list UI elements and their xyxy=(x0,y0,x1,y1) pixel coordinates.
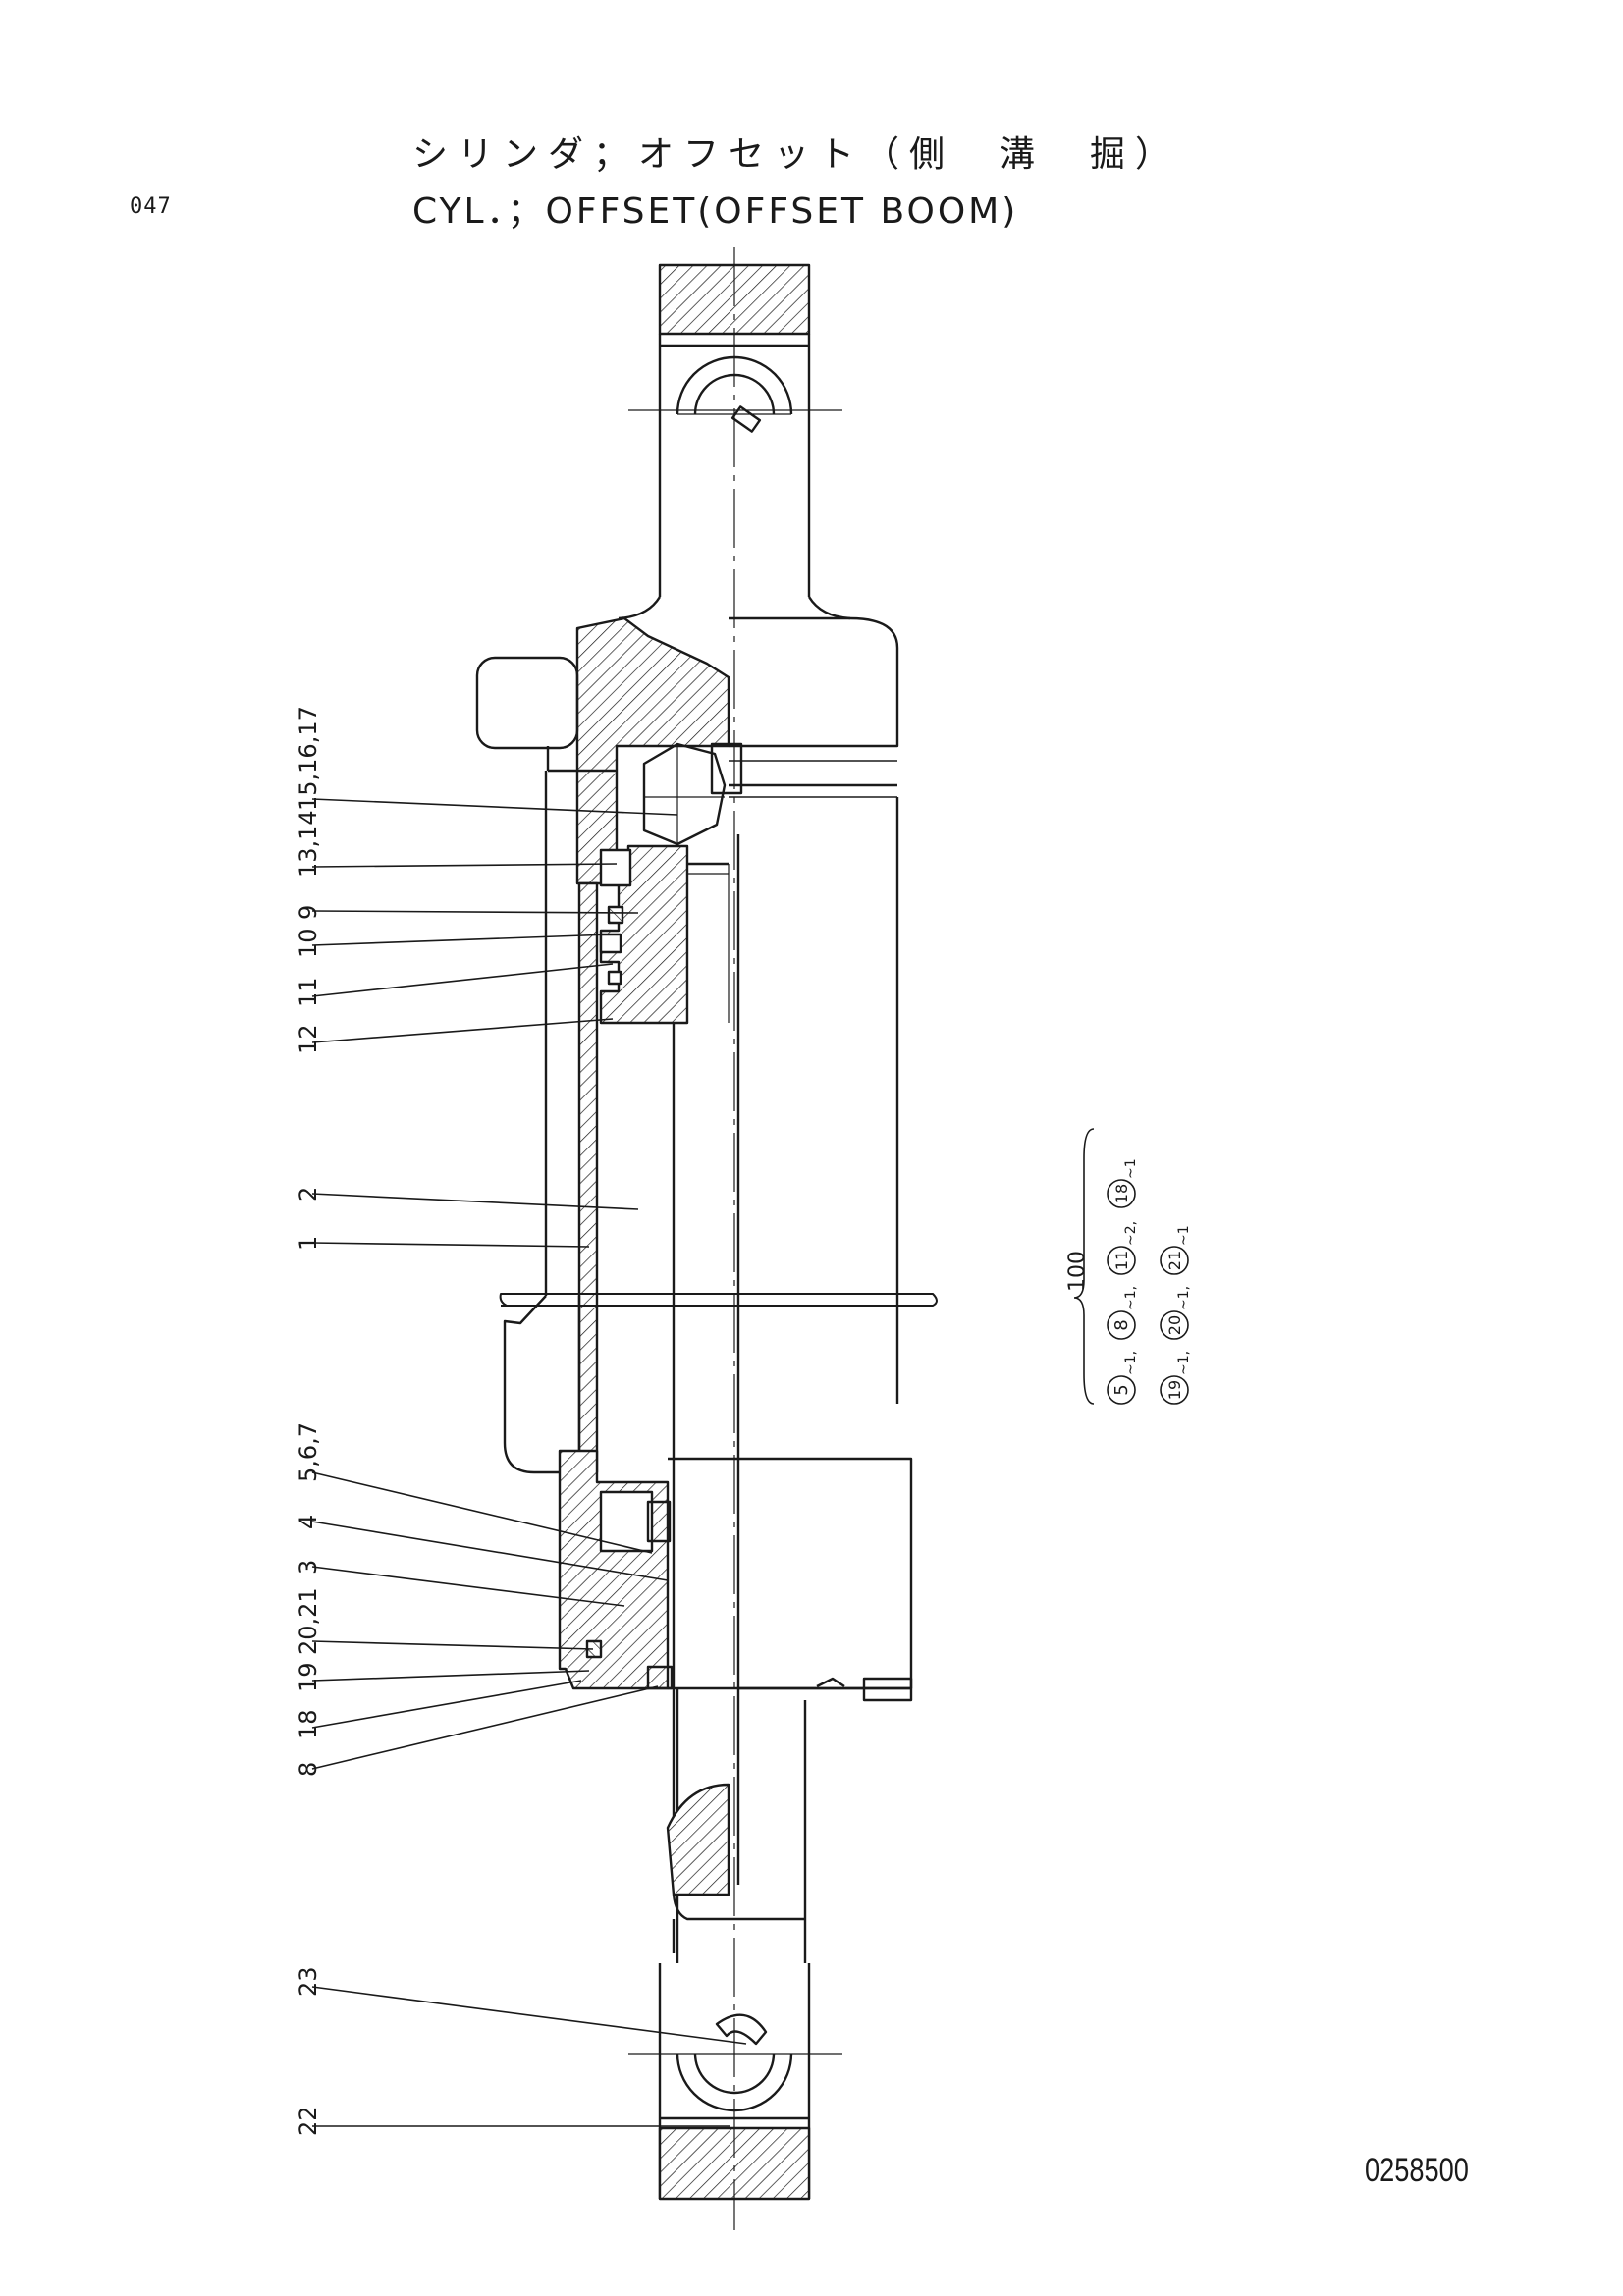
title-japanese: シリンダ；オフセット（側 溝 掘） xyxy=(412,134,1181,175)
kit-part-number: 18 xyxy=(1112,1184,1131,1203)
kit-part-circle xyxy=(1107,1375,1136,1405)
kit-part-qty: ~1, xyxy=(1123,1351,1139,1375)
callout-label: 19 xyxy=(295,1662,322,1692)
cylinder-head xyxy=(475,616,899,885)
kit-part-qty: ~2, xyxy=(1123,1221,1139,1246)
leader-line-11 xyxy=(311,963,614,997)
kit-part-qty: ~1 xyxy=(1176,1225,1192,1246)
leader-line-3 xyxy=(311,1566,625,1607)
leader-line-5-6-7 xyxy=(311,1471,653,1554)
leader-line-20-21 xyxy=(311,1640,594,1650)
callout-label: 5,6,7 xyxy=(295,1422,322,1482)
page-number: 047 xyxy=(130,194,172,219)
kit-part-number: 11 xyxy=(1112,1251,1131,1270)
leader-line-2 xyxy=(311,1193,639,1210)
kit-part-number: 19 xyxy=(1165,1380,1184,1400)
callout-label: 1 xyxy=(295,1236,322,1251)
callout-label: 3 xyxy=(295,1560,322,1575)
kit-part-qty: ~1, xyxy=(1176,1351,1192,1375)
kit-part-number: 5 xyxy=(1111,1384,1132,1395)
drawing-number: 0258500 xyxy=(1365,2152,1469,2189)
callout-label: 9 xyxy=(295,905,322,920)
callout-label: 23 xyxy=(295,1966,322,1997)
kit-part-circle xyxy=(1107,1310,1136,1340)
callout-label: 12 xyxy=(295,1024,322,1054)
callout-label: 8 xyxy=(295,1762,322,1777)
bottom-rod-eye xyxy=(628,1688,842,2201)
kit-part-circle xyxy=(1160,1310,1189,1340)
leader-line-9 xyxy=(311,910,639,914)
kit-part-qty: ~1 xyxy=(1123,1158,1139,1179)
kit-part-circle xyxy=(1160,1246,1189,1275)
leader-line-4 xyxy=(311,1521,669,1581)
leader-line-10 xyxy=(311,934,612,946)
break-lines xyxy=(499,1293,938,1307)
kit-part-number: 8 xyxy=(1111,1319,1132,1330)
callout-label: 15,16,17 xyxy=(295,706,322,811)
cylinder-tube xyxy=(503,771,599,1474)
leader-line-19 xyxy=(311,1670,590,1682)
leader-line-13-14 xyxy=(311,863,618,868)
callout-label: 11 xyxy=(295,977,322,1007)
seal-kit-brace xyxy=(1073,1128,1095,1405)
callout-label: 18 xyxy=(295,1709,322,1739)
kit-part-circle xyxy=(1160,1375,1189,1405)
piston-rod xyxy=(672,797,899,1885)
kit-part-circle xyxy=(1107,1246,1136,1275)
kit-part-number: 21 xyxy=(1165,1251,1184,1270)
seal-kit-note: 100 5 ~1, 8 ~1, 11 ~2, 18 ~1 19 ~1, 20 ~… xyxy=(1065,1128,1192,1405)
callout-label: 22 xyxy=(295,2106,322,2136)
piston xyxy=(599,844,729,1025)
leader-line-23 xyxy=(311,1986,747,2045)
leader-line-12 xyxy=(311,1018,614,1043)
kit-part-number: 20 xyxy=(1165,1315,1184,1335)
title-english: CYL．；OFFSET(OFFSET BOOM) xyxy=(412,191,1019,232)
kit-part-circle xyxy=(1107,1179,1136,1208)
leader-line-1 xyxy=(311,1242,590,1248)
leader-line-18 xyxy=(311,1680,582,1729)
callout-label: 20,21 xyxy=(295,1587,322,1655)
callout-label: 2 xyxy=(295,1187,322,1201)
callout-label: 4 xyxy=(295,1515,322,1529)
leader-line-15-16-17 xyxy=(311,798,678,816)
callout-labels: 15,16,17 13,14 9 10 11 12 2 1 5,6,7 4 3 … xyxy=(295,706,322,2136)
kit-part-qty: ~1, xyxy=(1176,1286,1192,1310)
seal-kit-number: 100 xyxy=(1065,1251,1090,1292)
kit-part-qty: ~1, xyxy=(1123,1286,1139,1310)
callout-label: 10 xyxy=(295,928,322,958)
rod-gland xyxy=(558,1449,913,1702)
leader-line-8 xyxy=(311,1685,659,1770)
callout-label: 13,14 xyxy=(295,810,322,878)
